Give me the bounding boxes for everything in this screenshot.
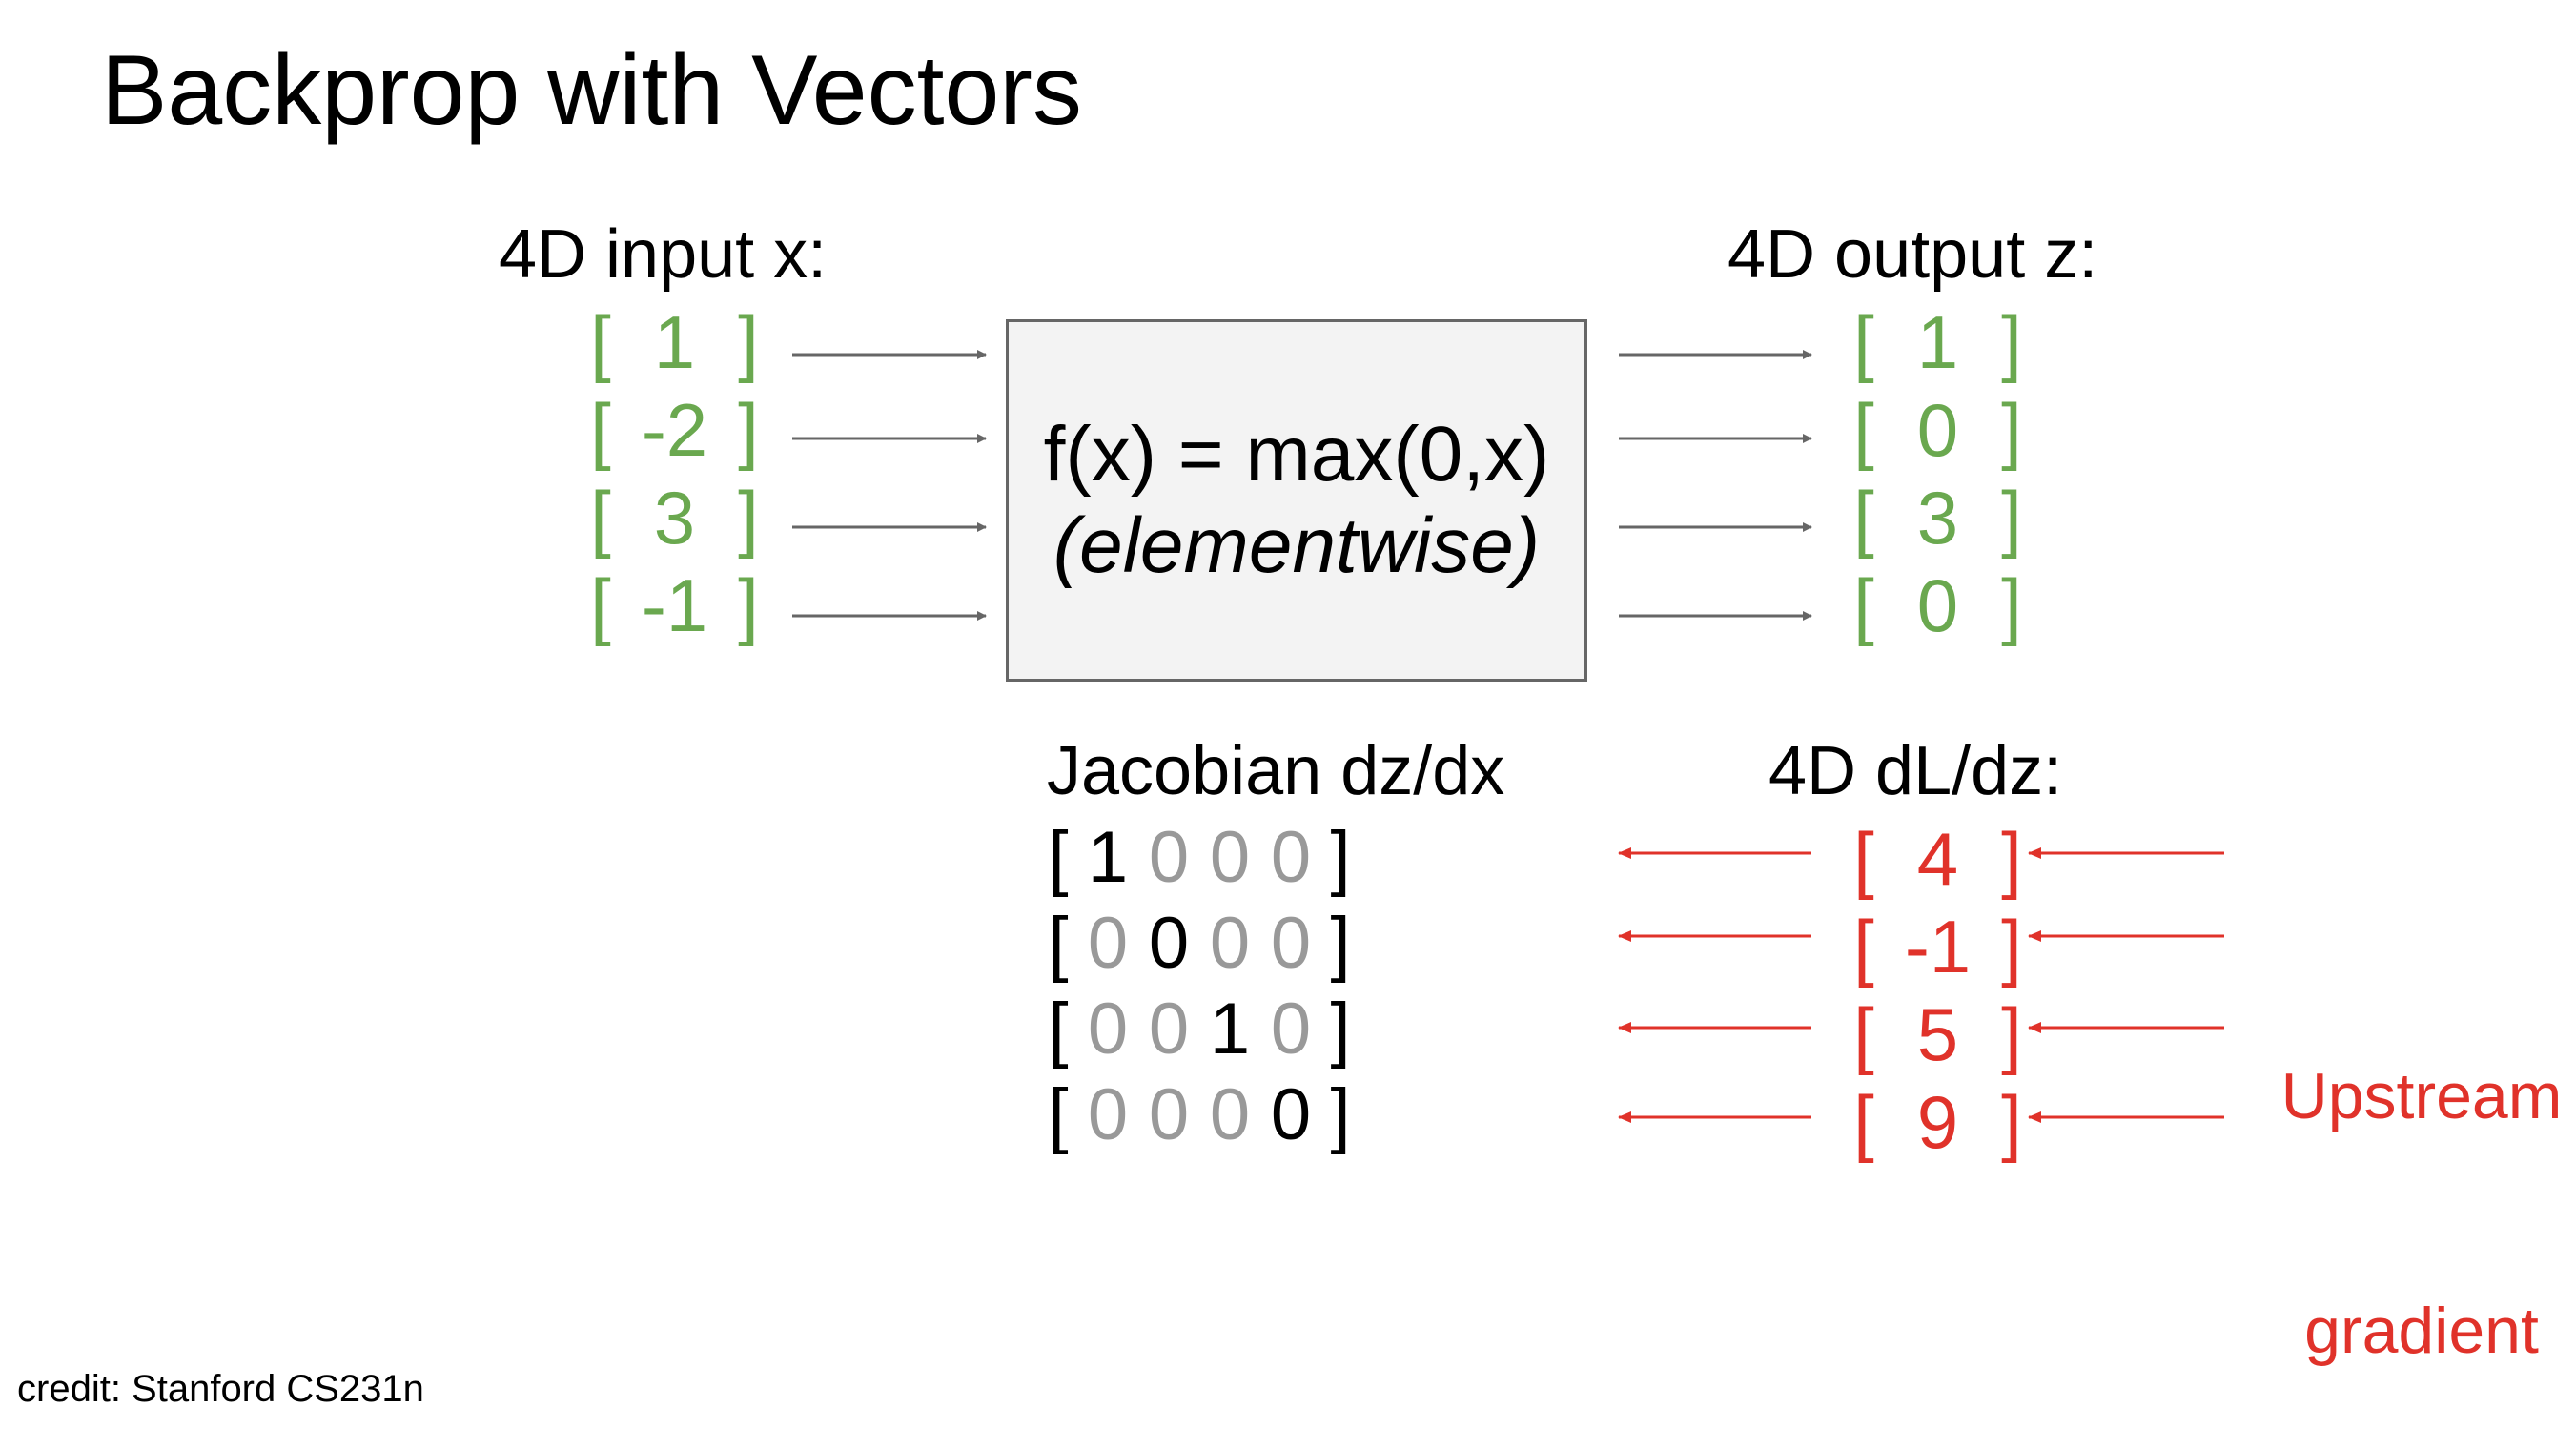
gradient-label: 4D dL/dz:	[1768, 733, 2063, 809]
gradient-row: [5]	[1840, 990, 2035, 1078]
gradient-value: -1	[1904, 905, 1972, 989]
close-bracket: ]	[2001, 388, 2022, 472]
jacobian-label: Jacobian dz/dx	[1047, 733, 1505, 809]
jacobian-diagonal-cell: 1	[1209, 989, 1251, 1070]
close-bracket: ]	[2001, 1080, 2022, 1164]
gradient-row: [9]	[1840, 1078, 2035, 1166]
function-note: (elementwise)	[1053, 502, 1541, 589]
jacobian-cell: 0	[1270, 817, 1312, 898]
close-bracket: ]	[738, 476, 759, 560]
upstream-gradient-annotation: Upstream gradient	[2279, 901, 2565, 1448]
close-bracket: ]	[2001, 817, 2022, 901]
jacobian-diagonal-cell: 0	[1270, 1074, 1312, 1155]
jacobian-cell: 0	[1209, 817, 1251, 898]
input-value: 1	[653, 300, 696, 384]
credit-text: credit: Stanford CS231n	[17, 1368, 424, 1410]
open-bracket: [	[1048, 989, 1069, 1070]
close-bracket: ]	[1330, 817, 1351, 898]
open-bracket: [	[1853, 300, 1874, 384]
open-bracket: [	[1853, 388, 1874, 472]
open-bracket: [	[590, 300, 611, 384]
open-bracket: [	[590, 563, 611, 647]
jacobian-cell: 0	[1270, 989, 1312, 1070]
upstream-annotation-line1: Upstream	[2280, 1060, 2563, 1132]
gradient-value: 9	[1916, 1080, 1959, 1164]
jacobian-diagonal-cell: 1	[1087, 817, 1129, 898]
input-value: 3	[653, 476, 696, 560]
close-bracket: ]	[1330, 1074, 1351, 1155]
jacobian-cell: 0	[1148, 1074, 1190, 1155]
gradient-value: 4	[1916, 817, 1959, 901]
output-value: 0	[1916, 563, 1959, 647]
gradient-row: [4]	[1840, 815, 2035, 903]
close-bracket: ]	[2001, 300, 2022, 384]
open-bracket: [	[1853, 476, 1874, 560]
input-value: -2	[641, 388, 708, 472]
input-row: [ -2]	[577, 386, 772, 474]
gradient-vector: [4][-1][5][9]	[1840, 815, 2035, 1166]
open-bracket: [	[590, 388, 611, 472]
open-bracket: [	[1853, 992, 1874, 1076]
jacobian-cell: 0	[1087, 1074, 1129, 1155]
input-row: [ -1]	[577, 561, 772, 649]
open-bracket: [	[1048, 817, 1069, 898]
open-bracket: [	[1853, 563, 1874, 647]
jacobian-cell: 0	[1209, 1074, 1251, 1155]
jacobian-diagonal-cell: 0	[1148, 903, 1190, 984]
output-row: [1]	[1840, 298, 2035, 386]
close-bracket: ]	[2001, 905, 2022, 989]
close-bracket: ]	[2001, 563, 2022, 647]
jacobian-cell: 0	[1209, 903, 1251, 984]
open-bracket: [	[1853, 817, 1874, 901]
jacobian-cell: 0	[1148, 989, 1190, 1070]
close-bracket: ]	[1330, 903, 1351, 984]
output-row: [0]	[1840, 386, 2035, 474]
output-value: 1	[1916, 300, 1959, 384]
open-bracket: [	[1048, 903, 1069, 984]
output-vector: [1][0][3][0]	[1840, 298, 2035, 649]
close-bracket: ]	[738, 563, 759, 647]
close-bracket: ]	[2001, 992, 2022, 1076]
close-bracket: ]	[738, 388, 759, 472]
gradient-value: 5	[1916, 992, 1959, 1076]
jacobian-cell: 0	[1148, 817, 1190, 898]
slide-title: Backprop with Vectors	[101, 35, 1082, 146]
function-formula: f(x) = max(0,x)	[1043, 411, 1550, 498]
output-value: 3	[1916, 476, 1959, 560]
open-bracket: [	[1853, 905, 1874, 989]
input-vector: [1][-2][3][-1]	[577, 298, 772, 649]
open-bracket: [	[1048, 1074, 1069, 1155]
input-row: [1]	[577, 298, 772, 386]
output-row: [3]	[1840, 474, 2035, 561]
close-bracket: ]	[2001, 476, 2022, 560]
output-value: 0	[1916, 388, 1959, 472]
function-box: f(x) = max(0,x) (elementwise)	[1006, 319, 1587, 682]
input-row: [3]	[577, 474, 772, 561]
jacobian-cell: 0	[1087, 903, 1129, 984]
jacobian-cell: 0	[1270, 903, 1312, 984]
close-bracket: ]	[738, 300, 759, 384]
input-value: -1	[641, 563, 708, 647]
open-bracket: [	[590, 476, 611, 560]
gradient-row: [ -1]	[1840, 903, 2035, 990]
output-row: [0]	[1840, 561, 2035, 649]
open-bracket: [	[1853, 1080, 1874, 1164]
close-bracket: ]	[1330, 989, 1351, 1070]
jacobian-cell: 0	[1087, 989, 1129, 1070]
input-label: 4D input x:	[499, 216, 828, 293]
output-label: 4D output z:	[1728, 216, 2098, 293]
upstream-annotation-line2: gradient	[2304, 1295, 2539, 1367]
